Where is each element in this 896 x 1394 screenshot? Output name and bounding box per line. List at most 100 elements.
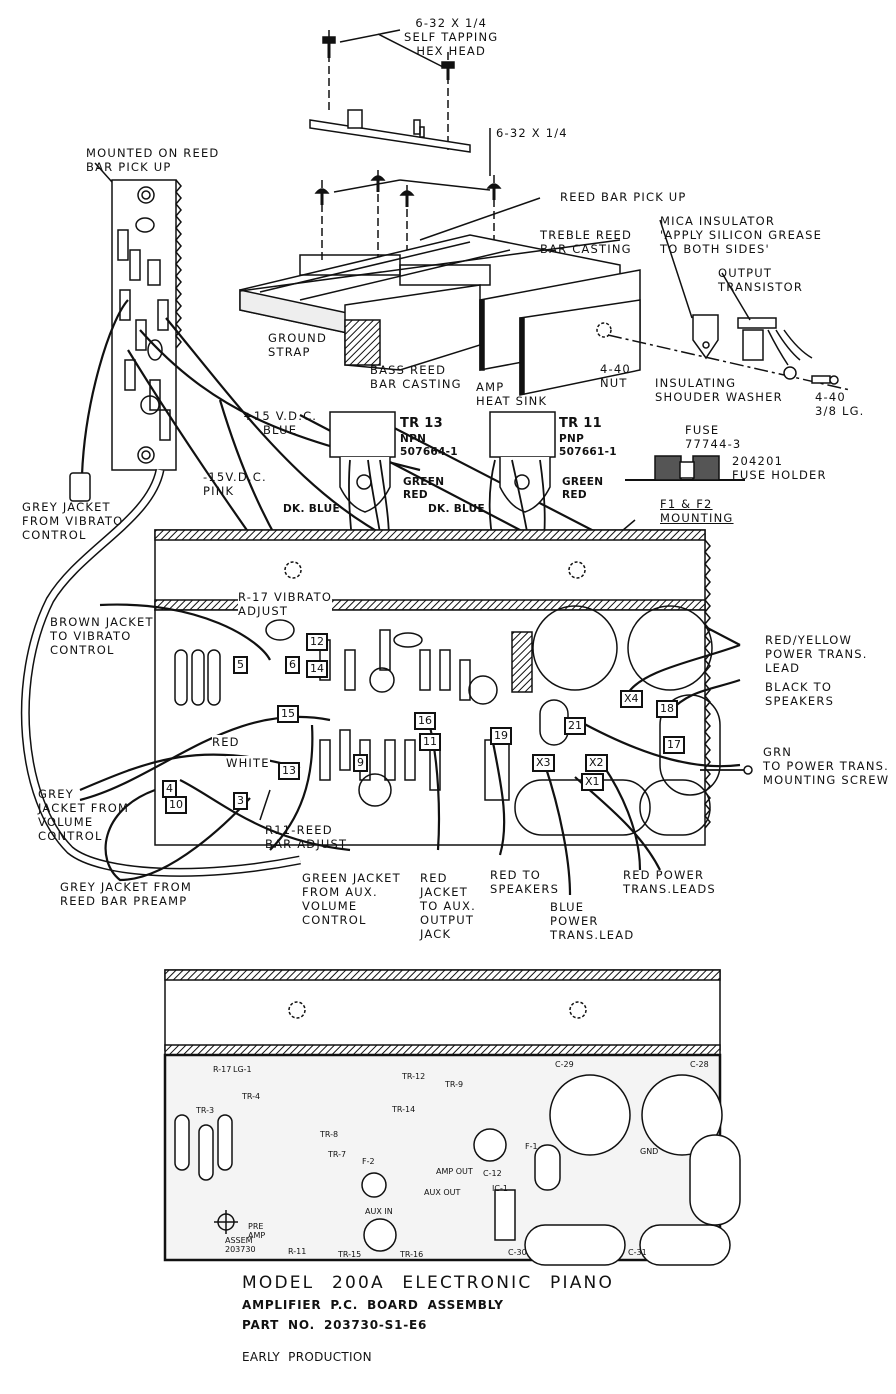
label-lg1: LG-1 [233,1065,252,1074]
output-transistor [737,317,777,329]
tr11-part: 507661-1 [559,446,617,458]
terminal-18: 18 [656,700,678,718]
label-red-power: RED POWER TRANS.LEADS [623,868,716,896]
label-green-aux: GREEN JACKET FROM AUX. VOLUME CONTROL [302,871,401,927]
terminal-6: 6 [285,656,300,674]
label-preamp: PRE AMP [248,1222,266,1240]
label-heat-sink: AMP HEAT SINK [476,380,548,408]
label-r17: R-17 [213,1065,232,1074]
tr11-green: GREEN [562,476,604,488]
label-tr8: TR-8 [320,1130,339,1139]
label-grey-vibrato: GREY JACKET FROM VIBRATO CONTROL [22,500,124,542]
label-nut: 4-40 NUT [600,362,631,390]
label-aux-in: AUX IN [365,1207,393,1216]
terminal-21: 21 [564,717,586,735]
label-bass-casting: BASS REED BAR CASTING [370,363,462,391]
label-red-speakers: RED TO SPEAKERS [490,868,560,896]
tr13-type: NPN [400,433,427,445]
label-amp-out: AMP OUT [436,1167,473,1176]
label-tr4: TR-4 [242,1092,261,1101]
document-subtitle: AMPLIFIER P.C. BOARD ASSEMBLY [242,1298,504,1312]
terminal-x4: X4 [620,690,643,708]
tr11 [488,411,556,611]
reed-bar-casting [239,234,641,396]
label-red-yellow: RED/YELLOW POWER TRANS. LEAD [765,633,868,675]
label-grey-reed-preamp: GREY JACKET FROM REED BAR PREAMP [60,880,192,908]
label-fuse-holder: 204201 FUSE HOLDER [732,454,827,482]
terminal-3: 3 [233,792,248,810]
terminal-9: 9 [353,754,368,772]
label-minus15-pink: -15V.D.C. PINK [203,470,267,498]
tr13 [329,411,396,611]
part-number: PART NO. 203730-S1-E6 [242,1318,428,1332]
pickup-board [309,119,471,153]
label-blue-power: BLUE POWER TRANS.LEAD [550,900,635,942]
label-assem: ASSEM 203730 [225,1236,256,1254]
terminal-14: 14 [306,660,328,678]
label-tr16: TR-16 [400,1250,424,1259]
tr13-dk-blue: DK. BLUE [283,503,340,515]
terminal-x2: X2 [585,754,608,772]
label-brown-jacket: BROWN JACKET TO VIBRATO CONTROL [50,615,154,657]
terminal-19: 19 [490,727,512,745]
tr13-part: 507664-1 [400,446,458,458]
washer [783,366,797,380]
label-aux-out: AUX OUT [424,1188,461,1197]
label-f2: F-2 [362,1157,375,1166]
mid-screws [314,170,502,300]
terminal-10: 10 [165,796,187,814]
terminal-x3: X3 [532,754,555,772]
lower-board [163,969,741,1266]
label-screw-mid: 6-32 X 1/4 [496,126,568,140]
terminal-13: 13 [278,762,300,780]
terminal-5: 5 [233,656,248,674]
terminal-15: 15 [277,705,299,723]
label-white-wire: WHITE [226,756,270,770]
label-f1: F-1 [525,1142,538,1151]
label-reed-bar-adjust: R11-REED BAR ADJUST [265,823,348,851]
document-title: MODEL 200A ELECTRONIC PIANO [242,1273,615,1293]
label-vibrato-adjust: R-17 VIBRATO ADJUST [238,590,333,618]
label-c28: C-28 [690,1060,709,1069]
label-tr3: TR-3 [196,1106,215,1115]
screw-top-right [441,52,455,150]
label-red-wire: RED [212,735,240,749]
tr13-red: RED [403,489,428,501]
label-screw-small: 4-40 3/8 LG. [815,390,865,418]
label-black-speakers: BLACK TO SPEAKERS [765,680,835,708]
label-red-aux: RED JACKET TO AUX. OUTPUT JACK [420,871,476,941]
label-output-transistor: OUTPUT TRANSISTOR [718,266,804,294]
fuse-holder [625,455,745,481]
label-ic1: IC-1 [492,1184,508,1193]
label-r11: R-11 [288,1247,307,1256]
label-fuse: FUSE 77744-3 [685,423,742,451]
label-washer: INSULATING SHOUDER WASHER [655,376,783,404]
tr13-green: GREEN [403,476,445,488]
terminal-16: 16 [414,712,436,730]
mica-insulator [692,314,719,360]
label-screw-top: 6-32 X 1/4 SELF TAPPING HEX HEAD [404,16,499,58]
label-fuse-mounting: F1 & F2 MOUNTING [660,497,734,525]
label-tr12: TR-12 [402,1072,426,1081]
tr11-id: TR 11 [559,416,602,431]
label-grey-volume: GREY JACKET FROM VOLUME CONTROL [38,787,130,843]
label-treble-casting: TREBLE REED BAR CASTING [540,228,633,256]
label-grn-mounting: GRN TO POWER TRANS. MOUNTING SCREW [763,745,890,787]
terminal-x1: X1 [581,773,604,791]
tr11-dk-blue: DK. BLUE [428,503,485,515]
label-c31: C-31 [628,1248,647,1257]
production-note: EARLY PRODUCTION [242,1350,372,1364]
tr11-red: RED [562,489,587,501]
label-c29: C-29 [555,1060,574,1069]
label-mica-insulator: MICA INSULATOR 'APPLY SILICON GREASE TO … [660,214,823,256]
screw-top-left [322,30,336,110]
label-mounted-on-reed-bar: MOUNTED ON REED BAR PICK UP [86,146,220,174]
label-tr14: TR-14 [392,1105,416,1114]
label-tr15: TR-15 [338,1250,362,1259]
label-plus15-blue: +15 V.D.C. BLUE [243,409,318,437]
label-c12: C-12 [483,1169,502,1178]
terminal-17: 17 [663,736,685,754]
label-tr7: TR-7 [328,1150,347,1159]
label-ground-strap: GROUND STRAP [268,331,328,359]
